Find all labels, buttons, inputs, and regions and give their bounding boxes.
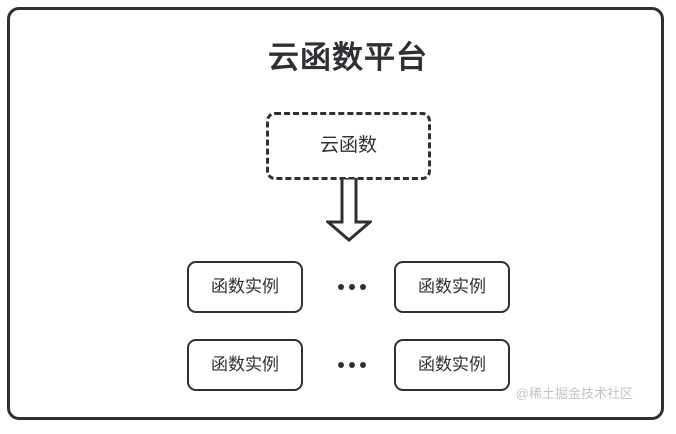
- ellipsis-icon: [328, 339, 376, 391]
- page-title: 云函数平台: [268, 40, 428, 75]
- cloud-function-label: 云函数: [319, 135, 377, 156]
- ellipsis-dot: [338, 362, 344, 368]
- function-instance-label: 函数实例: [418, 355, 486, 374]
- instance-row: 函数实例 函数实例: [10, 261, 676, 313]
- instance-row: 函数实例 函数实例: [10, 339, 676, 391]
- ellipsis-dot: [360, 284, 366, 290]
- ellipsis-icon: [328, 261, 376, 313]
- function-instance-box: 函数实例: [394, 339, 510, 391]
- function-instance-label: 函数实例: [418, 277, 486, 296]
- down-block-arrow-icon: [323, 176, 375, 242]
- ellipsis-dot: [360, 362, 366, 368]
- function-instance-box: 函数实例: [394, 261, 510, 313]
- platform-boundary: 云函数平台 云函数 函数实例 函数实例 函数实例: [7, 7, 664, 420]
- function-instance-label: 函数实例: [211, 355, 279, 374]
- ellipsis-dot: [338, 284, 344, 290]
- cloud-function-node: 云函数: [266, 112, 431, 180]
- ellipsis-dot: [349, 284, 355, 290]
- watermark: @稀土掘金技术社区: [515, 386, 633, 401]
- function-instance-box: 函数实例: [187, 339, 303, 391]
- ellipsis-dot: [349, 362, 355, 368]
- function-instance-box: 函数实例: [187, 261, 303, 313]
- function-instance-label: 函数实例: [211, 277, 279, 296]
